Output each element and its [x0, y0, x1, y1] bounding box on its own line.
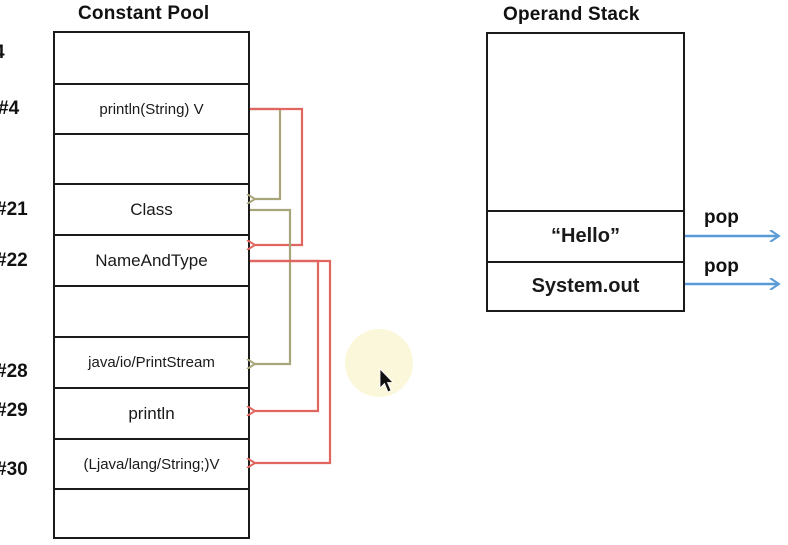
- pool-row: (Ljava/lang/String;)V: [55, 440, 248, 490]
- pool-row: [55, 287, 248, 338]
- olive-arrow: [250, 107, 282, 199]
- constant-pool-table: println(String) V Class NameAndType java…: [53, 31, 250, 539]
- pool-row: java/io/PrintStream: [55, 338, 248, 389]
- mouse-pointer-icon: [379, 368, 394, 393]
- pool-index-label: #4: [0, 98, 20, 119]
- pool-row: Class: [55, 185, 248, 236]
- operand-stack: “Hello” System.out: [486, 32, 685, 312]
- cursor-highlight: [345, 329, 413, 397]
- pool-index-label: #28: [0, 361, 28, 382]
- stack-cell: System.out: [488, 261, 683, 310]
- pool-index-label: #30: [0, 459, 28, 480]
- pool-row: NameAndType: [55, 236, 248, 287]
- pool-index-label: #22: [0, 250, 28, 271]
- red-arrow: [250, 259, 320, 411]
- pool-row: [55, 135, 248, 185]
- operand-stack-title: Operand Stack: [503, 4, 640, 25]
- pop-label: pop: [704, 256, 739, 277]
- pool-row: println(String) V: [55, 85, 248, 135]
- olive-arrow: [250, 208, 292, 364]
- pool-index-label: #29: [0, 400, 28, 421]
- stack-cell: “Hello”: [488, 210, 683, 261]
- pool-row: [55, 33, 248, 85]
- red-arrow: [250, 259, 332, 463]
- pool-index-label: #21: [0, 199, 28, 220]
- red-arrow: [250, 107, 304, 245]
- pool-index-label: 4: [0, 42, 5, 64]
- pool-row: println: [55, 389, 248, 440]
- constant-pool-title: Constant Pool: [78, 3, 210, 24]
- pop-label: pop: [704, 207, 739, 228]
